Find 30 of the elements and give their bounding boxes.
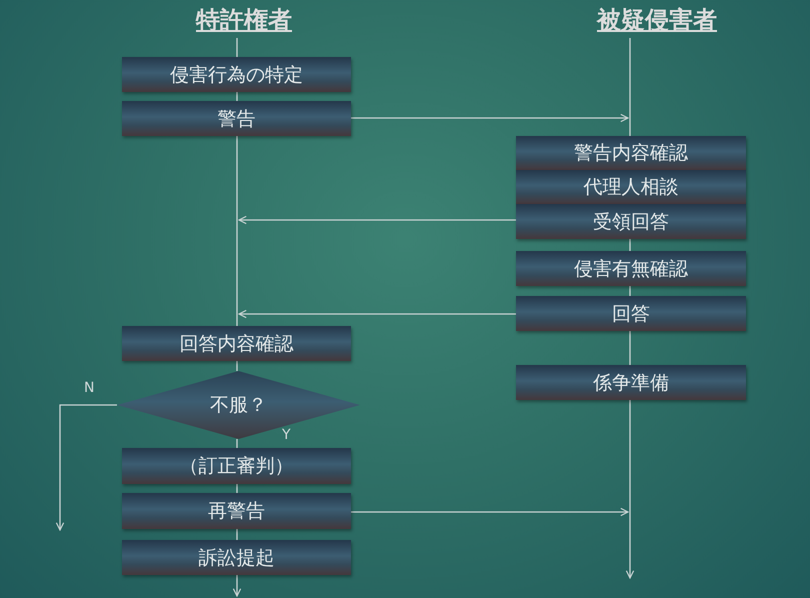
arrow — [232, 575, 242, 597]
arrow — [351, 114, 629, 122]
arrow — [351, 508, 629, 516]
column-heading: 被疑侵害者 — [597, 4, 717, 36]
process-box: 侵害有無確認 — [516, 251, 746, 286]
process-box: 代理人相談 — [516, 170, 746, 204]
process-box: 警告 — [122, 101, 351, 136]
process-box: 再警告 — [122, 493, 351, 529]
process-box: （訂正審判） — [122, 448, 351, 484]
arrow — [238, 310, 516, 318]
process-box: 侵害行為の特定 — [122, 57, 351, 92]
process-box: 回答内容確認 — [122, 326, 351, 361]
connector-line — [236, 529, 238, 540]
process-box: 警告内容確認 — [516, 136, 746, 170]
connector-line — [236, 361, 238, 371]
connector-line — [236, 136, 238, 326]
edge-label: N — [84, 380, 94, 396]
column-heading: 特許権者 — [196, 4, 292, 36]
process-box: 訴訟提起 — [122, 540, 351, 575]
arrow — [238, 216, 516, 224]
connector-line — [629, 286, 631, 296]
arrow — [626, 400, 634, 579]
connector-line — [236, 38, 238, 57]
connector-line — [629, 331, 631, 365]
connector-line — [629, 38, 631, 136]
arrow — [56, 404, 117, 531]
process-box: 回答 — [516, 296, 746, 331]
connector-line — [629, 239, 631, 251]
process-box: 係争準備 — [516, 365, 746, 400]
process-box: 受領回答 — [516, 204, 746, 239]
